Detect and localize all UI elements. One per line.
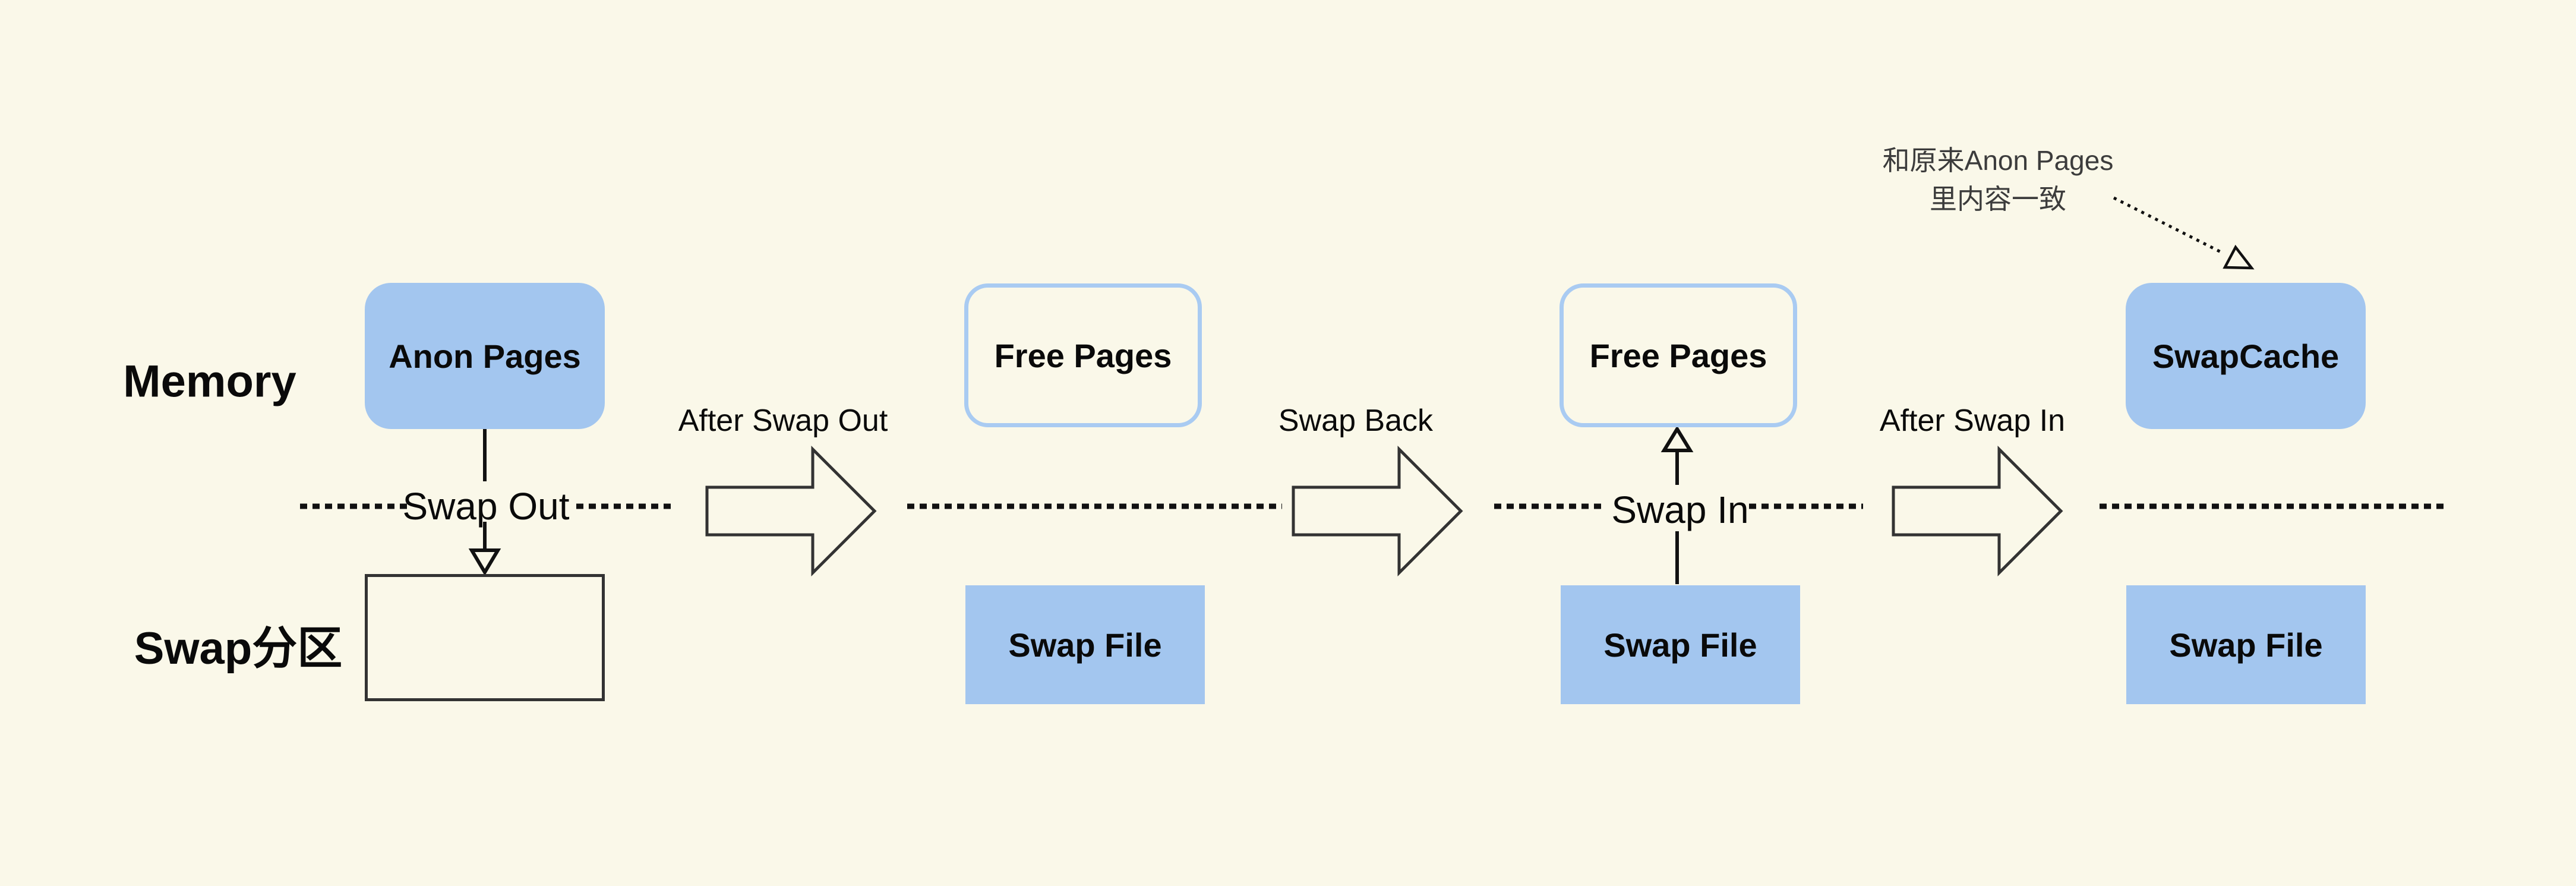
anon-pages-box: Anon Pages: [365, 283, 605, 429]
swapcache-box-label: SwapCache: [2152, 337, 2340, 375]
free-pages-box-2-label: Free Pages: [1589, 336, 1767, 374]
free-pages-box-1: Free Pages: [964, 283, 1202, 427]
swap-partition-box: [365, 574, 605, 701]
swap-file-box-2-label: Swap File: [1603, 626, 1757, 664]
swap-in-arrow: [1660, 425, 1694, 584]
block-arrow-after-swap-out: [705, 445, 877, 577]
swap-file-box-1-label: Swap File: [1008, 626, 1162, 664]
swap-out-arrow: [468, 429, 501, 576]
swap-out-label: Swap Out: [402, 485, 570, 528]
swap-back-label: Swap Back: [1278, 403, 1434, 438]
anon-pages-box-label: Anon Pages: [389, 337, 581, 375]
block-arrow-after-swap-in: [1892, 445, 2063, 577]
block-arrow-swap-back: [1292, 445, 1463, 577]
free-pages-box-2: Free Pages: [1560, 283, 1797, 427]
swap-in-label: Swap In: [1611, 488, 1749, 531]
swapcache-box: SwapCache: [2126, 283, 2366, 429]
annotation-note-line-2: 里内容一致: [1930, 184, 2066, 215]
after-swap-out-label: After Swap Out: [678, 403, 888, 438]
after-swap-in-label: After Swap In: [1879, 403, 2066, 438]
swap-file-box-3: Swap File: [2126, 585, 2366, 704]
swap-file-box-2: Swap File: [1561, 585, 1800, 704]
annotation-note: 和原来Anon Pages 里内容一致: [1883, 141, 2114, 219]
swap-file-box-3-label: Swap File: [2169, 626, 2323, 664]
annotation-note-line-1: 和原来Anon Pages: [1882, 145, 2114, 176]
free-pages-box-1-label: Free Pages: [994, 336, 1172, 374]
swap-partition-row-label: Swap分区: [134, 623, 343, 674]
memory-row-label: Memory: [123, 356, 296, 407]
swap-file-box-1: Swap File: [965, 585, 1205, 704]
annotation-arrow: [2113, 196, 2255, 270]
